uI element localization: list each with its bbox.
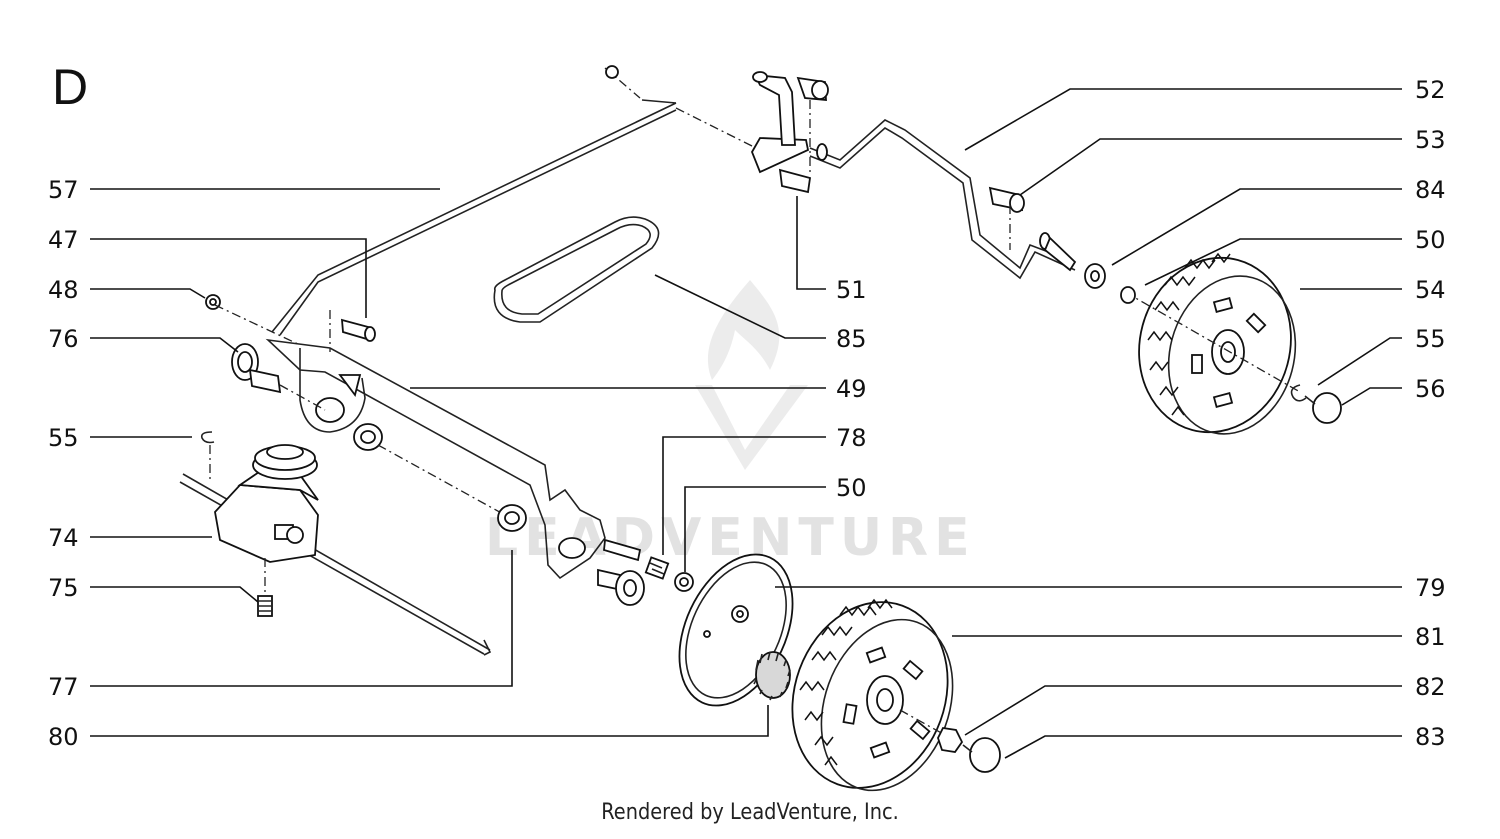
part-pinion [597, 568, 645, 606]
part-78-spring [603, 538, 670, 580]
part-50-washer-rear [1120, 286, 1136, 304]
label-82: 82 [1415, 673, 1446, 701]
watermark-logo [695, 280, 808, 470]
label-56: 56 [1415, 375, 1446, 403]
label-50: 50 [836, 474, 867, 502]
part-48-washer [205, 294, 301, 346]
label-49: 49 [836, 375, 867, 403]
label-85: 85 [836, 325, 867, 353]
part-49-bracket [265, 310, 606, 580]
part-55-clip [200, 431, 215, 482]
footer-credit: Rendered by LeadVenture, Inc. [601, 800, 899, 825]
part-bushing-mid [353, 423, 506, 516]
part-84-bushing [1043, 236, 1106, 289]
label-76: 76 [48, 325, 79, 353]
watermark-text: LEADVENTURE [485, 508, 976, 568]
labels-right: 52 53 84 50 54 55 56 79 81 82 83 [1415, 76, 1446, 751]
label-80: 80 [48, 723, 79, 751]
label-78: 78 [836, 424, 867, 452]
label-79: 79 [1415, 574, 1446, 602]
label-75: 75 [48, 574, 79, 602]
section-letter: D [52, 59, 89, 115]
label-47: 47 [48, 226, 79, 254]
part-54-wheel [1124, 252, 1301, 435]
label-48: 48 [48, 276, 79, 304]
label-83: 83 [1415, 723, 1446, 751]
part-82-nut [937, 727, 964, 753]
label-77: 77 [48, 673, 79, 701]
part-83-cap [962, 737, 1001, 773]
label-74: 74 [48, 524, 79, 552]
labels-left: 57 47 48 76 55 74 75 77 80 [48, 176, 79, 751]
part-74-gearbox [179, 444, 492, 656]
label-55-right: 55 [1415, 325, 1446, 353]
part-76-bushing [231, 343, 326, 411]
part-51-bracket [751, 71, 829, 194]
part-85-belt [493, 216, 660, 323]
part-55-clip-rear [1290, 384, 1307, 402]
part-75-spring [257, 595, 273, 617]
labels-center: 51 85 49 78 50 [836, 276, 867, 502]
label-55: 55 [48, 424, 79, 452]
part-50-washer [674, 572, 694, 592]
part-81-wheel [791, 598, 954, 792]
label-51: 51 [836, 276, 867, 304]
label-53: 53 [1415, 126, 1446, 154]
label-81: 81 [1415, 623, 1446, 651]
part-57-rod [271, 65, 761, 336]
leader-lines [90, 88, 1402, 759]
part-56-cap [1304, 392, 1342, 424]
part-80-gear [753, 651, 791, 701]
part-52-crank-rod [809, 119, 1076, 280]
part-77-bushing [497, 504, 527, 532]
label-57: 57 [48, 176, 79, 204]
label-54: 54 [1415, 276, 1446, 304]
label-50-right: 50 [1415, 226, 1446, 254]
label-84: 84 [1415, 176, 1446, 204]
label-52: 52 [1415, 76, 1446, 104]
